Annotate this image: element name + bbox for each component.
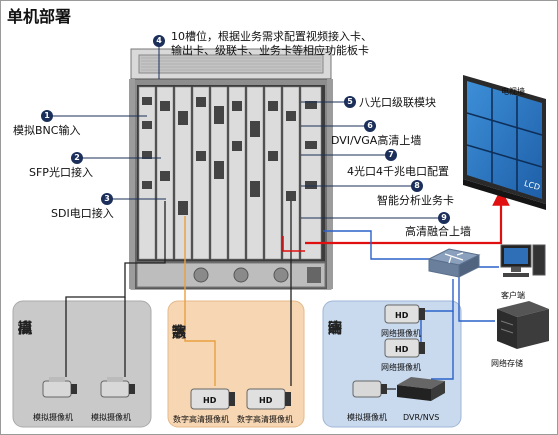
analog-camera-1 — [42, 377, 77, 398]
storage-label: 网络存储 — [491, 359, 523, 368]
network-switch-icon — [427, 248, 481, 278]
hd-badge-network-1: HD — [395, 311, 409, 320]
network-analog-camera — [352, 380, 387, 398]
page-title: 单机部署 — [7, 7, 72, 26]
hd-badge-network-2: HD — [395, 345, 409, 354]
analog-cable — [65, 201, 166, 377]
callout-5-badge: 5 — [344, 96, 356, 108]
network-analog-camera-label: 模拟摄像机 — [347, 413, 387, 422]
red-video-link-2 — [282, 236, 305, 252]
callout-4-badge: 4 — [153, 35, 165, 47]
callout-7-label: 4光口4千兆电口配置 — [347, 165, 449, 178]
digital-cable — [184, 216, 216, 386]
video-wall-icon — [463, 75, 546, 210]
digital-hd-camera-1 — [190, 388, 235, 410]
hd-badge-digital-2: HD — [259, 396, 273, 405]
zone-analog-bg — [12, 300, 152, 428]
callout-1-label: 模拟BNC输入 — [13, 124, 81, 137]
network-camera-2 — [384, 338, 425, 358]
analog-camera-1-label: 模拟摄像机 — [33, 413, 73, 422]
video-wall-label: 电视墙 — [501, 87, 525, 96]
network-link-switch — [323, 230, 441, 260]
analog-camera-2-label: 模拟摄像机 — [91, 413, 131, 422]
network-link-cams — [420, 279, 454, 343]
network-camera-1-label: 网络摄像机 — [381, 329, 421, 338]
callout-8-badge: 8 — [411, 180, 423, 192]
callout-3-label: SDI电口接入 — [51, 207, 114, 220]
dvr-nvs-label: DVR/NVS — [403, 413, 440, 422]
chassis-device — [129, 48, 333, 290]
callout-9-label: 高清融合上墙 — [405, 225, 471, 238]
callout-3-badge: 3 — [101, 193, 113, 205]
callout-4-label-line2: 输出卡、级联卡、业务卡等相应功能板卡 — [171, 44, 369, 57]
callout-4-label-line1: 10槽位，根据业务需求配置视频接入卡、 — [171, 30, 372, 43]
client-label: 客户端 — [501, 291, 525, 300]
callout-6-label: DVI/VGA高清上墙 — [331, 134, 422, 147]
network-link-storage — [458, 277, 495, 322]
callout-7-badge: 7 — [385, 149, 397, 161]
client-pc-icon — [500, 244, 546, 277]
network-camera-1 — [384, 304, 425, 324]
digital-camera-1-label: 数字高清摄像机 — [173, 415, 229, 424]
callout-2-badge: 2 — [71, 152, 83, 164]
hd-badge-digital-1: HD — [203, 396, 217, 405]
digital-hd-camera-2 — [246, 388, 291, 410]
callout-2-label: SFP光口接入 — [29, 166, 93, 179]
callout-8-label: 智能分析业务卡 — [377, 194, 454, 207]
callout-1-badge: 1 — [41, 110, 53, 122]
callout-9-badge: 9 — [438, 212, 450, 224]
digital-camera-2-label: 数字高清摄像机 — [237, 415, 293, 424]
callout-5-label: 八光口级联模块 — [359, 96, 436, 109]
analog-camera-2 — [100, 377, 135, 398]
dvr-nvs-icon — [397, 377, 445, 401]
network-link-dvr — [431, 311, 454, 380]
network-storage-icon — [497, 301, 549, 349]
network-camera-2-label: 网络摄像机 — [381, 363, 421, 372]
callout-6-badge: 6 — [364, 120, 376, 132]
